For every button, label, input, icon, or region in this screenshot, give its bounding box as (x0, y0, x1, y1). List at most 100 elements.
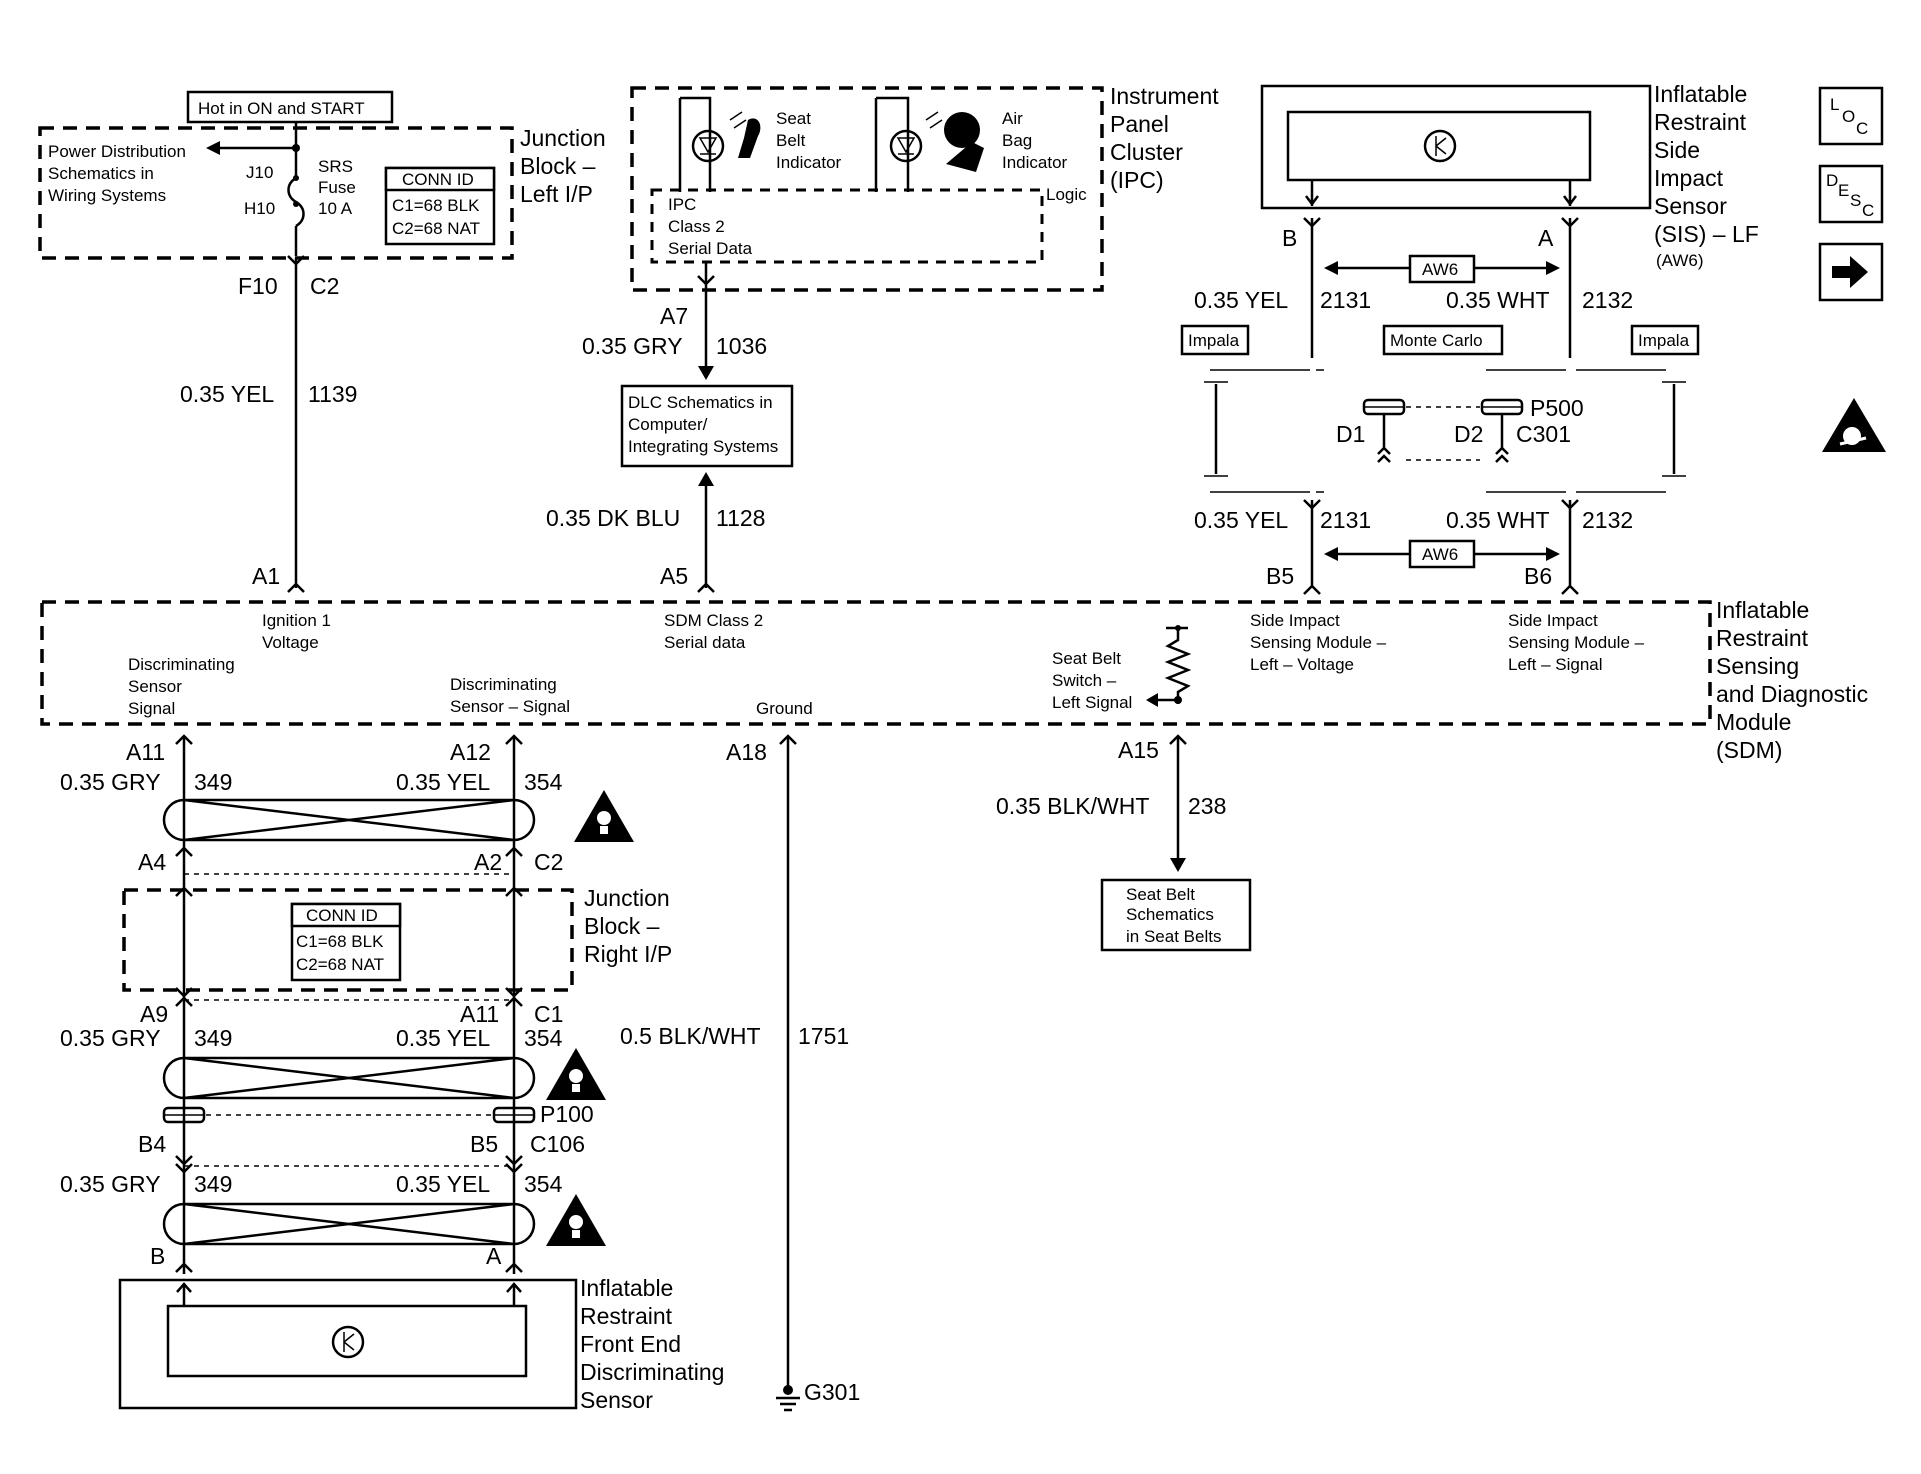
fe-title-4: Discriminating (580, 1359, 724, 1385)
airbag-warning-icon (1822, 398, 1886, 452)
sdm-discrim-signal-label: Discriminating (450, 675, 557, 694)
diagram-label: 0.35 YEL (1194, 287, 1288, 313)
sis-option-code: (AW6) (1656, 251, 1704, 270)
diagram-label: Class 2 (668, 217, 725, 236)
diagram-label: Seat (776, 109, 811, 128)
hot-in-label: Hot in ON and START (198, 99, 365, 118)
pin-a18: A18 (726, 739, 767, 765)
aw6-badge-top: AW6 (1422, 260, 1458, 279)
sis-upper-wires (1310, 218, 1572, 358)
jb-left-title-2: Block – (520, 153, 596, 179)
instrument-panel-cluster (630, 86, 1104, 292)
diagram-label: 354 (524, 1171, 563, 1197)
connector-p100 (162, 1106, 536, 1124)
power-feed-arrow (206, 141, 220, 155)
power-distribution-ref-3: Wiring Systems (48, 186, 166, 205)
sis-pin-a: A (1538, 225, 1554, 251)
air-bag-lamp-icon (889, 129, 923, 163)
junction-block-right-ip (122, 888, 574, 992)
diagram-label: Switch – (1052, 671, 1117, 690)
diagram-label: 0.35 YEL (396, 769, 490, 795)
pin-h10: H10 (244, 199, 275, 218)
wire-1139-circuit: 1139 (308, 381, 357, 407)
seat-belt-schematics-ref[interactable]: Seat Belt Schematics in Seat Belts (1100, 878, 1252, 952)
loc-icon-O: O (1842, 107, 1855, 126)
diagram-label: 354 (524, 769, 563, 795)
ipc-logic-label: Logic (1046, 185, 1087, 204)
sis-pin-b: B (1282, 225, 1297, 251)
diagram-label: Seat Belt (1126, 885, 1195, 904)
diagram-label: Left – Signal (1508, 655, 1603, 674)
diagram-label: Serial Data (668, 239, 753, 258)
diagram-label: 0.35 GRY (60, 769, 161, 795)
diagram-label: 0.35 YEL (1194, 507, 1288, 533)
pin-b6: B6 (1524, 563, 1552, 589)
power-distribution-ref-2: Schematics in (48, 164, 154, 183)
monte-carlo-badge: Monte Carlo (1390, 331, 1483, 350)
diagram-label: C (1862, 201, 1874, 220)
pin-b5-lower: B5 (470, 1131, 498, 1157)
wire-1036-color: 0.35 GRY (582, 333, 683, 359)
conn-id-right-ip: CONN ID C1=68 BLK C2=68 NAT (290, 902, 402, 982)
diagram-label: 349 (194, 1171, 232, 1197)
diagram-label: Left Signal (1052, 693, 1132, 712)
junction-block-left-ip (38, 126, 514, 260)
wire-1128-color: 0.35 DK BLU (546, 505, 680, 531)
sdm-serial-label: SDM Class 2 (664, 611, 763, 630)
diagram-label: Voltage (262, 633, 319, 652)
diagram-label: D (1826, 171, 1838, 190)
ground-icon (776, 1385, 800, 1412)
fe-title-2: Restraint (580, 1303, 673, 1329)
diagram-label: 2131 (1320, 507, 1371, 533)
diagram-label: S (1850, 191, 1861, 210)
diagram-label: Computer/ (628, 415, 708, 434)
sis-title-6: (SIS) – LF (1654, 221, 1759, 247)
fe-pin-b: B (150, 1243, 165, 1269)
sdm-seatbelt-label: Seat Belt (1052, 649, 1121, 668)
connector-c2-top: C2 (310, 273, 339, 299)
diagram-label: 349 (194, 769, 232, 795)
sdm-ground-label: Ground (756, 699, 813, 718)
fuse-label-2: Fuse (318, 178, 356, 197)
seatbelt-resistor-icon (1164, 626, 1192, 704)
connector-c2-lower: C2 (534, 849, 563, 875)
ipc-title-3: Cluster (1110, 139, 1183, 165)
pin-a15: A15 (1118, 737, 1159, 763)
diagram-label: Left – Voltage (1250, 655, 1354, 674)
jb-right-title-3: Right I/P (584, 941, 672, 967)
twisted-pair-3 (183, 1202, 515, 1246)
desc-icon[interactable]: D E S C (1818, 164, 1884, 224)
next-arrow-icon[interactable] (1818, 242, 1884, 302)
diagram-label: Air (1002, 109, 1023, 128)
seat-belt-lamp-icon (691, 129, 725, 163)
diagram-label: 2132 (1582, 287, 1633, 313)
sis-lower-wires (1310, 500, 1572, 588)
diagram-label: Indicator (1002, 153, 1068, 172)
conn-id-left-ip: CONN ID C1=68 BLK C2=68 NAT (384, 166, 496, 246)
sensor-icon (1423, 129, 1457, 163)
jb-left-title-3: Left I/P (520, 181, 593, 207)
wire-1751-circuit: 1751 (798, 1023, 849, 1049)
aw6-badge-bottom: AW6 (1422, 545, 1458, 564)
fe-title-5: Sensor (580, 1387, 653, 1413)
connector-c1: C1 (534, 1001, 563, 1027)
loc-icon-C: C (1856, 119, 1868, 138)
diagram-label: 2132 (1582, 507, 1633, 533)
sdm-ignition-label: Ignition 1 (262, 611, 331, 630)
ipc-title-1: Instrument (1110, 83, 1219, 109)
ground-g301: G301 (804, 1379, 860, 1405)
dlc-schematics-ref[interactable]: DLC Schematics in Computer/ Integrating … (620, 384, 794, 468)
diagram-label: C2=68 NAT (296, 955, 384, 974)
diagram-label: E (1838, 181, 1849, 200)
pin-b4: B4 (138, 1131, 166, 1157)
pin-a4: A4 (138, 849, 166, 875)
diagram-label: 0.35 YEL (396, 1025, 490, 1051)
sdm-module (40, 600, 1712, 726)
diagram-label: DLC Schematics in (628, 393, 773, 412)
pin-f10: F10 (238, 273, 278, 299)
connector-p500-label: P500 (1530, 395, 1584, 421)
pin-a9: A9 (140, 1001, 168, 1027)
hot-in-label-box: Hot in ON and START (186, 90, 394, 124)
loc-icon[interactable]: L O C (1818, 86, 1884, 146)
